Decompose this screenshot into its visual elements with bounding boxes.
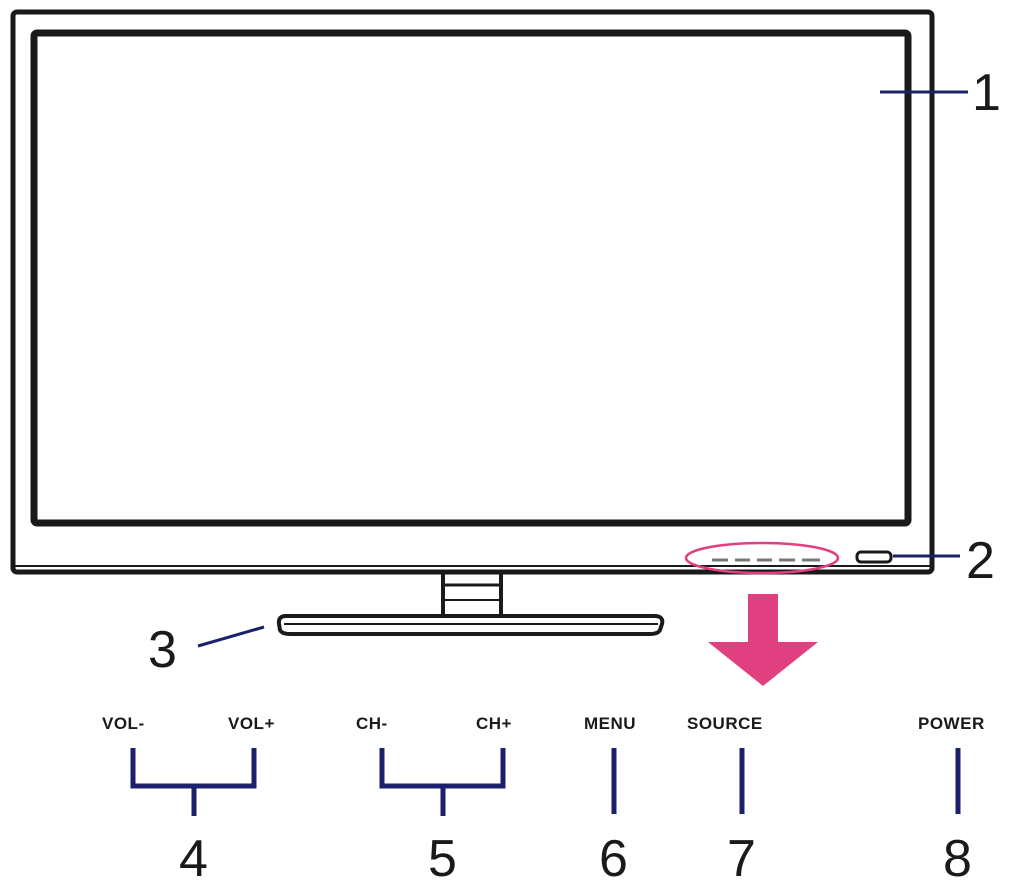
callout-2: 2 xyxy=(966,532,995,590)
leader-stand xyxy=(197,625,265,648)
callout-1: 1 xyxy=(972,64,1001,122)
label-vol-minus: VOL- xyxy=(102,714,145,733)
stand-neck xyxy=(441,572,503,614)
buttons-highlight-ellipse xyxy=(684,541,840,575)
label-ch-plus: CH+ xyxy=(476,714,512,733)
down-arrow xyxy=(708,594,818,686)
bracket-volume xyxy=(130,748,257,816)
callout-3: 3 xyxy=(148,621,177,679)
label-vol-plus: VOL+ xyxy=(228,714,275,733)
power-indicator xyxy=(855,550,893,564)
tv-screen xyxy=(30,29,912,527)
callout-6: 6 xyxy=(599,830,628,888)
label-power: POWER xyxy=(918,714,985,733)
stand-base xyxy=(276,614,665,636)
callout-7: 7 xyxy=(727,830,756,888)
bracket-channel xyxy=(379,748,506,816)
callout-5: 5 xyxy=(428,830,457,888)
callout-8: 8 xyxy=(943,830,972,888)
callout-4: 4 xyxy=(179,830,208,888)
tv-bezel xyxy=(10,9,935,575)
label-source: SOURCE xyxy=(687,714,763,733)
label-ch-minus: CH- xyxy=(356,714,388,733)
label-menu: MENU xyxy=(584,714,636,733)
